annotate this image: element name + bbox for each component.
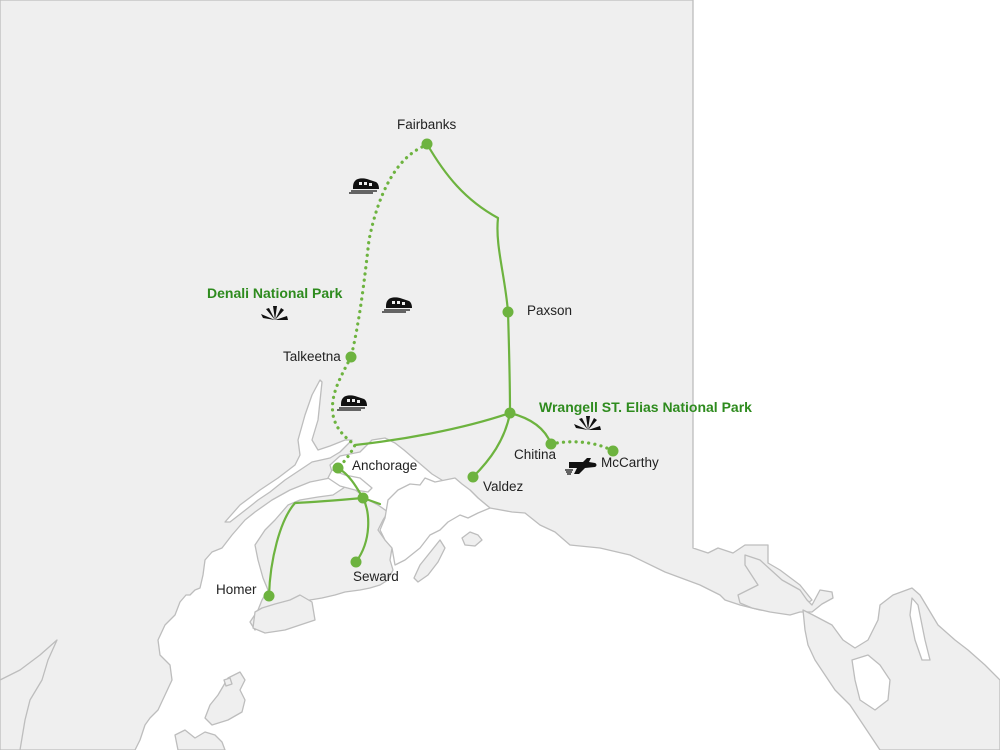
mountain-park-icon <box>261 306 288 320</box>
city-label-talkeetna: Talkeetna <box>283 349 341 364</box>
alaska-mainland <box>0 0 813 750</box>
stop-glennallen-junction[interactable] <box>504 407 516 419</box>
stop-seward[interactable] <box>350 556 362 568</box>
stop-paxson[interactable] <box>502 306 514 318</box>
park-label-wrangell: Wrangell ST. Elias National Park <box>539 399 752 415</box>
island-kodiak-south <box>174 729 226 750</box>
panhandle-2 <box>802 587 1000 750</box>
panhandle-channel <box>909 597 931 661</box>
stop-talkeetna[interactable] <box>345 351 357 363</box>
city-label-fairbanks: Fairbanks <box>397 117 457 132</box>
city-label-mccarthy: McCarthy <box>601 455 659 470</box>
city-label-chitina: Chitina <box>514 447 557 462</box>
panhandle-channel-2 <box>851 654 891 711</box>
panhandle-1 <box>737 554 834 616</box>
city-label-seward: Seward <box>353 569 399 584</box>
knik-arm <box>224 379 353 523</box>
stop-fairbanks[interactable] <box>421 138 433 150</box>
island-pws-1 <box>461 531 483 547</box>
turnagain-arm <box>327 469 373 493</box>
island-pws-2 <box>413 539 446 583</box>
prince-william-sound <box>379 477 491 566</box>
island-kodiak-north <box>204 671 246 726</box>
flight-chitina-mccarthy <box>549 440 615 453</box>
mountain-park-icon <box>574 416 601 430</box>
train-icon <box>349 178 379 194</box>
train-icon <box>382 297 412 313</box>
stop-mccarthy[interactable] <box>607 445 619 457</box>
road-fairbanks-paxson <box>425 142 510 314</box>
city-label-anchorage: Anchorage <box>352 458 418 473</box>
train-icon <box>337 395 367 411</box>
city-label-paxson: Paxson <box>527 303 573 318</box>
stop-homer[interactable] <box>263 590 275 602</box>
road-paxson-junction <box>506 310 512 415</box>
plane-icon <box>565 458 597 475</box>
park-label-denali: Denali National Park <box>207 285 343 301</box>
road-anchorage-glennallen <box>353 411 512 447</box>
road-kenai-homer <box>267 496 365 598</box>
rail-talkeetna-anchorage <box>330 355 357 470</box>
city-label-valdez: Valdez <box>483 479 524 494</box>
stop-anchorage[interactable] <box>332 462 344 474</box>
stop-chitina[interactable] <box>545 438 557 450</box>
road-junction-valdez <box>471 411 512 479</box>
alaska-peninsula-piece <box>0 639 58 750</box>
stop-valdez[interactable] <box>467 471 479 483</box>
city-label-homer: Homer <box>216 582 257 597</box>
island-kenai-tip <box>252 594 316 634</box>
stop-kenai-junction[interactable] <box>357 492 369 504</box>
island-small <box>223 677 233 687</box>
